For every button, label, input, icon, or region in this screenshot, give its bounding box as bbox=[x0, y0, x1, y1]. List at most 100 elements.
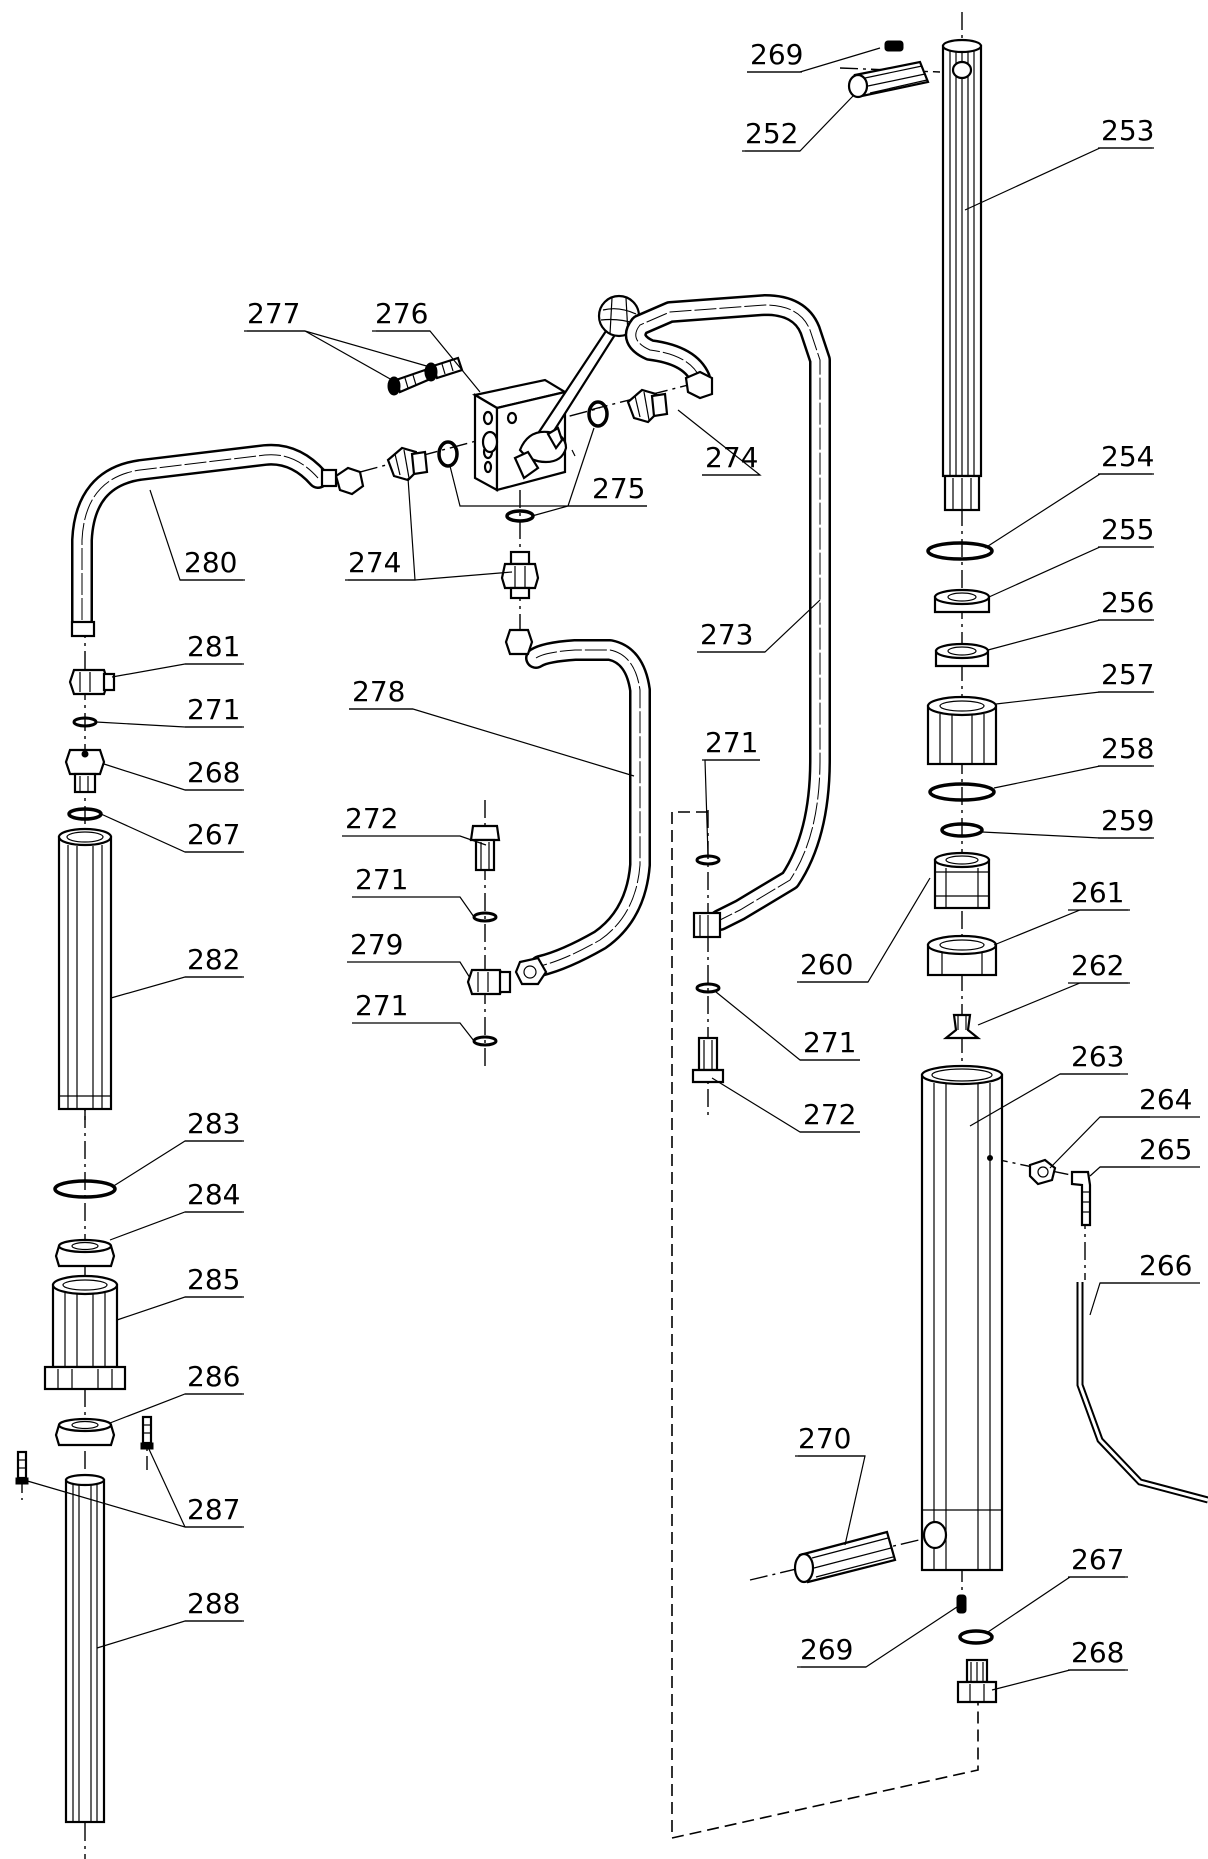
label-274-right: 274 bbox=[702, 441, 760, 476]
svg-text:267: 267 bbox=[187, 818, 240, 851]
svg-text:258: 258 bbox=[1101, 732, 1154, 765]
label-257: 257 bbox=[1098, 658, 1154, 693]
label-264: 264 bbox=[1100, 1083, 1200, 1118]
label-276: 276 bbox=[372, 297, 430, 332]
label-271-center-b: 271 bbox=[352, 989, 408, 1024]
fitting-268-left bbox=[64, 748, 106, 794]
svg-text:260: 260 bbox=[800, 948, 853, 981]
fitting-274-bottom bbox=[500, 550, 540, 600]
svg-text:273: 273 bbox=[700, 618, 753, 651]
valve-262 bbox=[942, 1013, 982, 1040]
label-267-left: 267 bbox=[185, 818, 244, 853]
washer-271-right-a bbox=[695, 854, 721, 866]
label-258: 258 bbox=[1098, 732, 1154, 767]
label-286: 286 bbox=[185, 1360, 244, 1395]
svg-text:280: 280 bbox=[184, 546, 237, 579]
svg-text:262: 262 bbox=[1071, 949, 1124, 982]
svg-text:265: 265 bbox=[1139, 1133, 1192, 1166]
bolt-272-top bbox=[469, 824, 501, 872]
svg-text:253: 253 bbox=[1101, 114, 1154, 147]
label-284: 284 bbox=[185, 1178, 244, 1213]
label-278: 278 bbox=[349, 675, 413, 710]
svg-text:261: 261 bbox=[1071, 876, 1124, 909]
snap-ring-254 bbox=[926, 541, 994, 561]
label-254: 254 bbox=[1098, 440, 1154, 475]
label-279: 279 bbox=[347, 928, 404, 963]
svg-text:263: 263 bbox=[1071, 1040, 1124, 1073]
label-280: 280 bbox=[180, 546, 245, 581]
fitting-274-right bbox=[626, 388, 669, 424]
o-ring-259 bbox=[940, 822, 984, 838]
svg-text:277: 277 bbox=[247, 297, 300, 330]
rod-288 bbox=[64, 1473, 106, 1824]
o-ring-275-left bbox=[437, 440, 459, 468]
cylinder-282 bbox=[57, 827, 113, 1111]
handle-pin-270 bbox=[793, 1530, 897, 1584]
nut-255 bbox=[933, 588, 991, 614]
svg-text:279: 279 bbox=[350, 928, 403, 961]
label-285: 285 bbox=[185, 1263, 244, 1298]
spool-260 bbox=[933, 851, 991, 910]
svg-text:266: 266 bbox=[1139, 1249, 1192, 1282]
label-269-top: 269 bbox=[747, 38, 803, 73]
fitting-268-bottom bbox=[956, 1658, 998, 1704]
label-269-bottom: 269 bbox=[797, 1633, 866, 1668]
nut-286 bbox=[54, 1417, 116, 1447]
label-277: 277 bbox=[244, 297, 305, 332]
hose-273 bbox=[624, 294, 831, 939]
nut-284 bbox=[54, 1238, 116, 1268]
o-ring-275-right bbox=[587, 400, 609, 428]
label-281: 281 bbox=[185, 630, 244, 665]
svg-text:270: 270 bbox=[798, 1422, 851, 1455]
hose-280 bbox=[70, 443, 365, 638]
svg-text:271: 271 bbox=[355, 863, 408, 896]
connection-dashed-line bbox=[671, 811, 979, 1839]
screw-277b bbox=[424, 356, 464, 382]
svg-text:269: 269 bbox=[800, 1633, 853, 1666]
svg-text:281: 281 bbox=[187, 630, 240, 663]
svg-text:272: 272 bbox=[803, 1098, 856, 1131]
label-256: 256 bbox=[1098, 586, 1154, 621]
label-288: 288 bbox=[185, 1587, 244, 1622]
label-283: 283 bbox=[185, 1107, 244, 1142]
label-252: 252 bbox=[742, 117, 800, 152]
label-268-bottom: 268 bbox=[1068, 1636, 1128, 1671]
elbow-265 bbox=[1070, 1170, 1092, 1227]
svg-text:256: 256 bbox=[1101, 586, 1154, 619]
o-ring-267-bottom bbox=[958, 1629, 994, 1645]
tube-266 bbox=[1076, 1282, 1208, 1504]
left-column-assembly bbox=[15, 668, 154, 1824]
nut-256 bbox=[934, 642, 990, 668]
svg-text:269: 269 bbox=[750, 38, 803, 71]
part-labels: 269 252 253 254 255 256 257 258 259 260 … bbox=[180, 38, 1200, 1671]
screw-287-left bbox=[15, 1450, 29, 1485]
cylinder-263 bbox=[920, 1064, 1004, 1572]
washer-271-right-b bbox=[695, 982, 721, 994]
flanged-sleeve-285 bbox=[43, 1274, 127, 1391]
svg-text:282: 282 bbox=[187, 943, 240, 976]
label-282: 282 bbox=[185, 943, 244, 978]
svg-text:257: 257 bbox=[1101, 658, 1154, 691]
lever-handle bbox=[513, 294, 641, 480]
set-screw-269-top bbox=[884, 40, 904, 52]
label-263: 263 bbox=[1060, 1040, 1128, 1075]
label-253: 253 bbox=[1098, 114, 1154, 149]
svg-text:268: 268 bbox=[1071, 1636, 1124, 1669]
valve-block-assembly bbox=[386, 294, 669, 600]
label-267-bottom: 267 bbox=[1068, 1543, 1128, 1578]
label-272-bottom: 272 bbox=[800, 1098, 860, 1133]
label-273: 273 bbox=[697, 618, 765, 653]
svg-text:276: 276 bbox=[375, 297, 428, 330]
svg-text:274: 274 bbox=[705, 441, 758, 474]
fitting-279 bbox=[466, 968, 512, 996]
set-screw-269-bottom bbox=[956, 1594, 967, 1614]
label-287: 287 bbox=[185, 1493, 244, 1528]
fitting-274-left bbox=[386, 446, 429, 482]
svg-text:259: 259 bbox=[1101, 804, 1154, 837]
svg-text:267: 267 bbox=[1071, 1543, 1124, 1576]
svg-text:272: 272 bbox=[345, 802, 398, 835]
label-266: 266 bbox=[1100, 1249, 1200, 1284]
center-lines bbox=[21, 12, 1086, 1859]
screw-277a bbox=[387, 368, 430, 396]
label-268-left: 268 bbox=[185, 756, 244, 791]
